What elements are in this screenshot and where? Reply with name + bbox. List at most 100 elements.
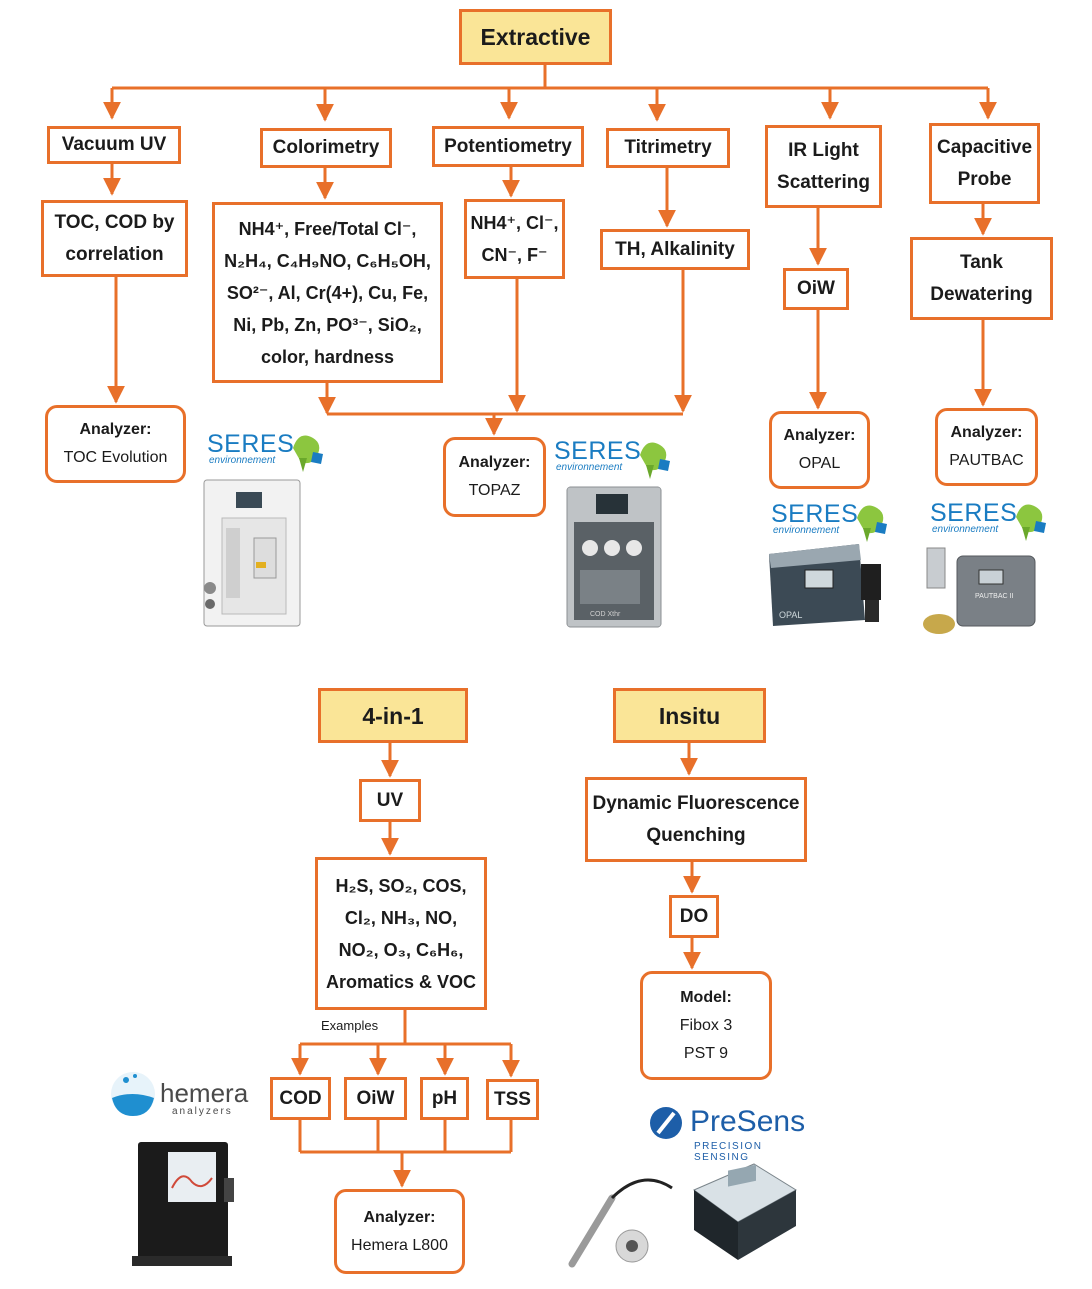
tank-line-1: Tank xyxy=(960,251,1003,273)
dfq-line-2: Quenching xyxy=(646,824,746,846)
params-toc-cod: TOC, COD by correlation xyxy=(41,200,188,277)
seres-logo-sub: environnement xyxy=(556,462,623,473)
category-extractive: Extractive xyxy=(459,9,612,65)
cap-line-2: Probe xyxy=(957,168,1012,190)
pot-line-2: CN⁻, F⁻ xyxy=(481,245,548,265)
puzzle-icon xyxy=(640,442,670,479)
analyzer-name: TOPAZ xyxy=(468,482,521,499)
color-line-3: SO²⁻, Al, Cr(4+), Cu, Fe, xyxy=(226,282,429,303)
params-th-alkalinity: TH, Alkalinity xyxy=(600,229,750,270)
analyzer-opal: Analyzer: OPAL xyxy=(769,411,870,489)
analyzer-label: Analyzer: xyxy=(783,427,856,444)
analyzer-name: Hemera L800 xyxy=(351,1236,448,1254)
analyzer-name: PAUTBAC xyxy=(949,452,1024,469)
analyzer-label: Analyzer: xyxy=(79,421,152,438)
params-colorimetry: NH4⁺, Free/Total Cl⁻, N₂H₄, C₄H₉NO, C₆H₅… xyxy=(212,202,443,383)
pautbac-device-text: PAUTBAC II xyxy=(975,593,1013,600)
topaz-device-image: COD Xthr xyxy=(566,486,662,628)
puzzle-icon xyxy=(293,435,323,472)
method-uv: UV xyxy=(359,779,421,822)
pautbac-device-image: PAUTBAC II xyxy=(923,547,1036,634)
analyzer-name: OPAL xyxy=(798,455,841,472)
puzzle-icon xyxy=(1016,504,1046,541)
analyzer-pautbac: Analyzer: PAUTBAC xyxy=(935,408,1038,486)
presens-logo-sub: PRECISION SENSING xyxy=(694,1141,763,1163)
uv-line-1: H₂S, SO₂, COS, xyxy=(335,875,467,896)
color-line-2: N₂H₄, C₄H₉NO, C₆H₅OH, xyxy=(224,250,431,271)
params-do: DO xyxy=(669,895,719,938)
seres-logo: SERES environnement xyxy=(554,437,674,481)
params-potentiometry: NH4⁺, Cl⁻, CN⁻, F⁻ xyxy=(464,199,565,279)
presens-logo: PreSens PRECISION SENSING xyxy=(648,1103,808,1163)
seres-logo: SERES environnement xyxy=(930,499,1050,543)
puzzle-icon xyxy=(857,505,887,542)
method-potentiometry: Potentiometry xyxy=(432,126,584,167)
analyzer-label: Analyzer: xyxy=(950,424,1023,441)
examples-label: Examples xyxy=(321,1018,379,1033)
category-insitu: Insitu xyxy=(613,688,766,743)
opal-device-image: OPAL xyxy=(769,544,881,626)
method-vacuum-uv: Vacuum UV xyxy=(47,126,181,164)
hemera-drop-icon xyxy=(111,1072,155,1116)
hemera-logo: hemera analyzers xyxy=(108,1062,248,1124)
seres-logo-sub: environnement xyxy=(773,525,840,536)
pot-line-1: NH4⁺, Cl⁻, xyxy=(470,213,559,233)
presens-probe-image xyxy=(568,1178,673,1268)
example-ph: pH xyxy=(420,1077,469,1120)
hemera-logo-text: hemera xyxy=(160,1078,249,1108)
presens-logo-text: PreSens xyxy=(690,1105,806,1138)
toc-evolution-device-image xyxy=(203,479,301,627)
color-line-1: NH4⁺, Free/Total Cl⁻, xyxy=(238,218,417,239)
method-ir-light-scattering: IR Light Scattering xyxy=(765,125,882,208)
uv-line-4: Aromatics & VOC xyxy=(325,971,477,992)
seres-logo-text: SERES xyxy=(554,437,642,465)
hemera-logo-sub: analyzers xyxy=(172,1106,233,1117)
opal-device-text: OPAL xyxy=(779,610,802,620)
category-4-in-1: 4-in-1 xyxy=(318,688,468,743)
color-line-4: Ni, Pb, Zn, PO³⁻, SiO₂, xyxy=(233,314,422,335)
seres-logo: SERES environnement xyxy=(771,500,891,544)
seres-logo-sub: environnement xyxy=(209,455,276,466)
seres-logo-text: SERES xyxy=(930,499,1018,527)
toc-line-2: correlation xyxy=(65,243,164,265)
analyzer-hemera: Analyzer: Hemera L800 xyxy=(334,1189,465,1274)
seres-logo: SERES environnement xyxy=(207,430,327,474)
model-label: Model: xyxy=(680,988,732,1006)
color-line-5: color, hardness xyxy=(260,346,395,367)
uv-line-3: NO₂, O₃, C₆H₆, xyxy=(338,939,464,960)
params-tank-dewatering: Tank Dewatering xyxy=(910,237,1053,320)
example-oiw: OiW xyxy=(344,1077,407,1120)
topaz-device-text: COD Xthr xyxy=(590,611,621,618)
analyzer-label: Analyzer: xyxy=(458,454,531,471)
presens-logo-icon xyxy=(650,1107,682,1139)
ir-line-1: IR Light xyxy=(788,139,859,161)
uv-line-2: Cl₂, NH₃, NO, xyxy=(344,907,458,928)
ir-line-2: Scattering xyxy=(777,171,870,193)
cap-line-1: Capacitive xyxy=(936,136,1033,158)
seres-logo-text: SERES xyxy=(207,430,295,458)
params-uv: H₂S, SO₂, COS, Cl₂, NH₃, NO, NO₂, O₃, C₆… xyxy=(315,857,487,1010)
params-oiw: OiW xyxy=(783,268,849,310)
analyzer-topaz: Analyzer: TOPAZ xyxy=(443,437,546,517)
method-titrimetry: Titrimetry xyxy=(606,128,730,168)
example-tss: TSS xyxy=(486,1079,539,1120)
tank-line-2: Dewatering xyxy=(930,283,1033,305)
method-colorimetry: Colorimetry xyxy=(260,128,392,168)
seres-logo-sub: environnement xyxy=(932,524,999,535)
model-line-2: PST 9 xyxy=(683,1044,729,1062)
presens-meter-image xyxy=(692,1163,797,1260)
analyzer-label: Analyzer: xyxy=(363,1208,436,1226)
method-dfq: Dynamic Fluorescence Quenching xyxy=(585,777,807,862)
analyzer-name: TOC Evolution xyxy=(63,449,168,466)
hemera-device-image xyxy=(132,1142,234,1266)
seres-logo-text: SERES xyxy=(771,500,859,528)
method-capacitive-probe: Capacitive Probe xyxy=(929,123,1040,204)
dfq-line-1: Dynamic Fluorescence xyxy=(592,792,800,814)
toc-line-1: TOC, COD by xyxy=(54,211,175,233)
model-line-1: Fibox 3 xyxy=(679,1016,733,1034)
model-presens: Model: Fibox 3 PST 9 xyxy=(640,971,772,1080)
analyzer-toc-evolution: Analyzer: TOC Evolution xyxy=(45,405,186,483)
example-cod: COD xyxy=(270,1077,331,1120)
